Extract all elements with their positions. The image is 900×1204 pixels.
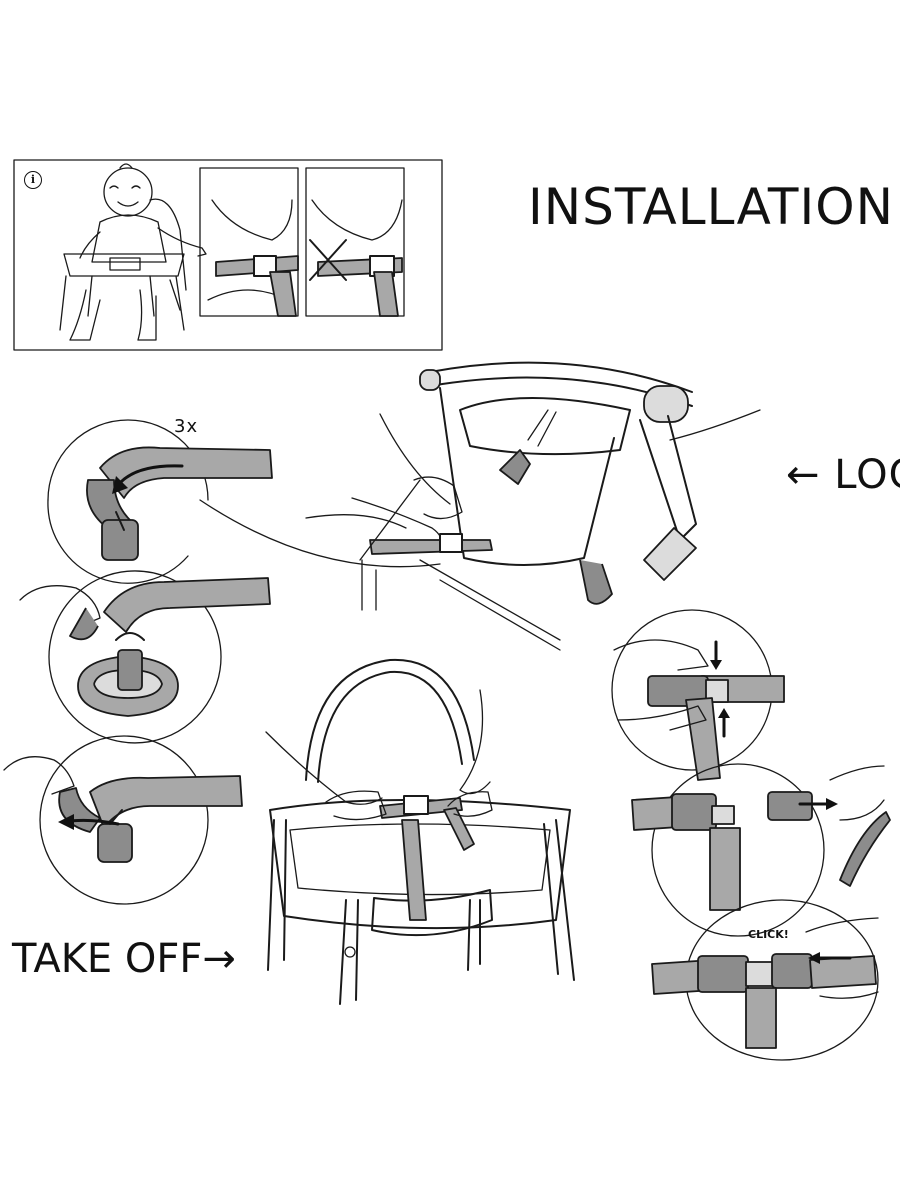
- info-panel: [13, 159, 443, 351]
- correct-buckle-frame: [199, 167, 299, 317]
- info-panel-frame: [13, 159, 443, 351]
- baby-in-chair-illustration: [59, 163, 207, 341]
- correct-buckle-illustration: [207, 199, 299, 317]
- cross-mark-icon: [309, 239, 347, 281]
- lock-label: ← LOCK: [786, 452, 900, 498]
- repeat-count-label: 3x: [174, 416, 199, 437]
- info-icon: i: [24, 171, 42, 189]
- thread-step-3: [3, 735, 243, 905]
- page-title: INSTALLATION: [528, 178, 894, 236]
- buckle-step-2: [631, 763, 891, 937]
- buckle-step-1: [611, 609, 785, 781]
- take-off-label: TAKE OFF→: [12, 936, 236, 982]
- thread-step-1: [47, 419, 441, 584]
- incorrect-buckle-illustration: [309, 199, 403, 317]
- thread-step-2: [19, 570, 271, 744]
- tray-lock-illustration: [305, 361, 761, 651]
- incorrect-buckle-frame: [305, 167, 405, 317]
- click-label: CLICK!: [748, 928, 789, 941]
- buckle-step-3: [651, 899, 879, 1061]
- high-chair-illustration: [265, 658, 575, 1005]
